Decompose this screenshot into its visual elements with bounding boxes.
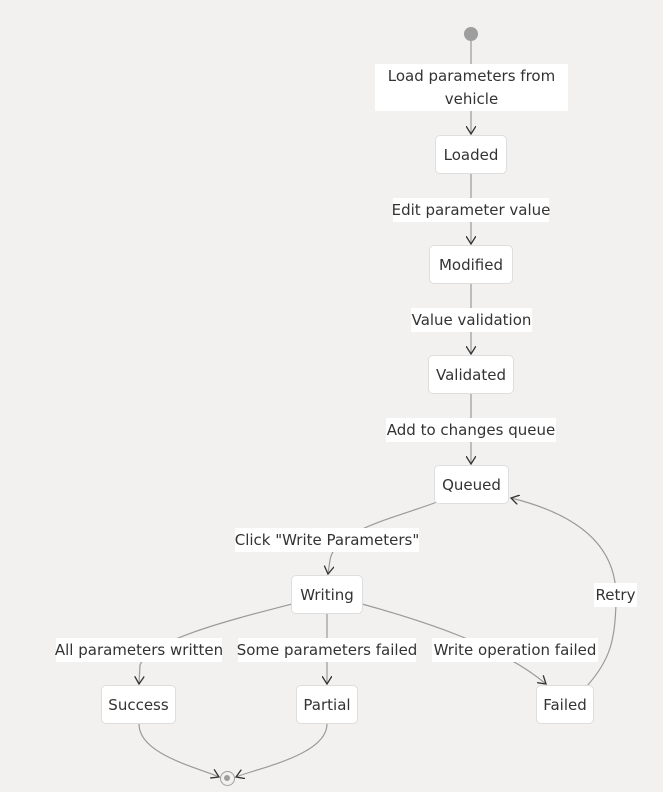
label-add-to-queue: Add to changes queue xyxy=(386,418,556,442)
state-success[interactable]: Success xyxy=(101,685,176,724)
edge-writing-failed xyxy=(361,603,546,684)
label-edit-parameter: Edit parameter value xyxy=(392,198,550,222)
state-loaded[interactable]: Loaded xyxy=(435,135,507,174)
state-queued[interactable]: Queued xyxy=(434,465,509,504)
state-modified[interactable]: Modified xyxy=(429,245,513,284)
state-failed[interactable]: Failed xyxy=(536,685,594,724)
state-validated[interactable]: Validated xyxy=(428,355,514,394)
label-all-written: All parameters written xyxy=(55,638,223,662)
label-write-failed: Write operation failed xyxy=(432,638,598,662)
state-partial[interactable]: Partial xyxy=(296,685,358,724)
label-click-write: Click "Write Parameters" xyxy=(235,528,419,552)
edge-success-end xyxy=(138,723,219,777)
label-value-validation: Value validation xyxy=(411,308,532,332)
state-writing[interactable]: Writing xyxy=(291,575,363,614)
end-node xyxy=(220,771,235,786)
label-load-parameters: Load parameters from vehicle xyxy=(375,64,568,111)
label-retry: Retry xyxy=(594,583,637,607)
label-some-failed: Some parameters failed xyxy=(237,638,417,662)
edge-partial-end xyxy=(236,723,328,777)
start-node xyxy=(464,27,478,41)
